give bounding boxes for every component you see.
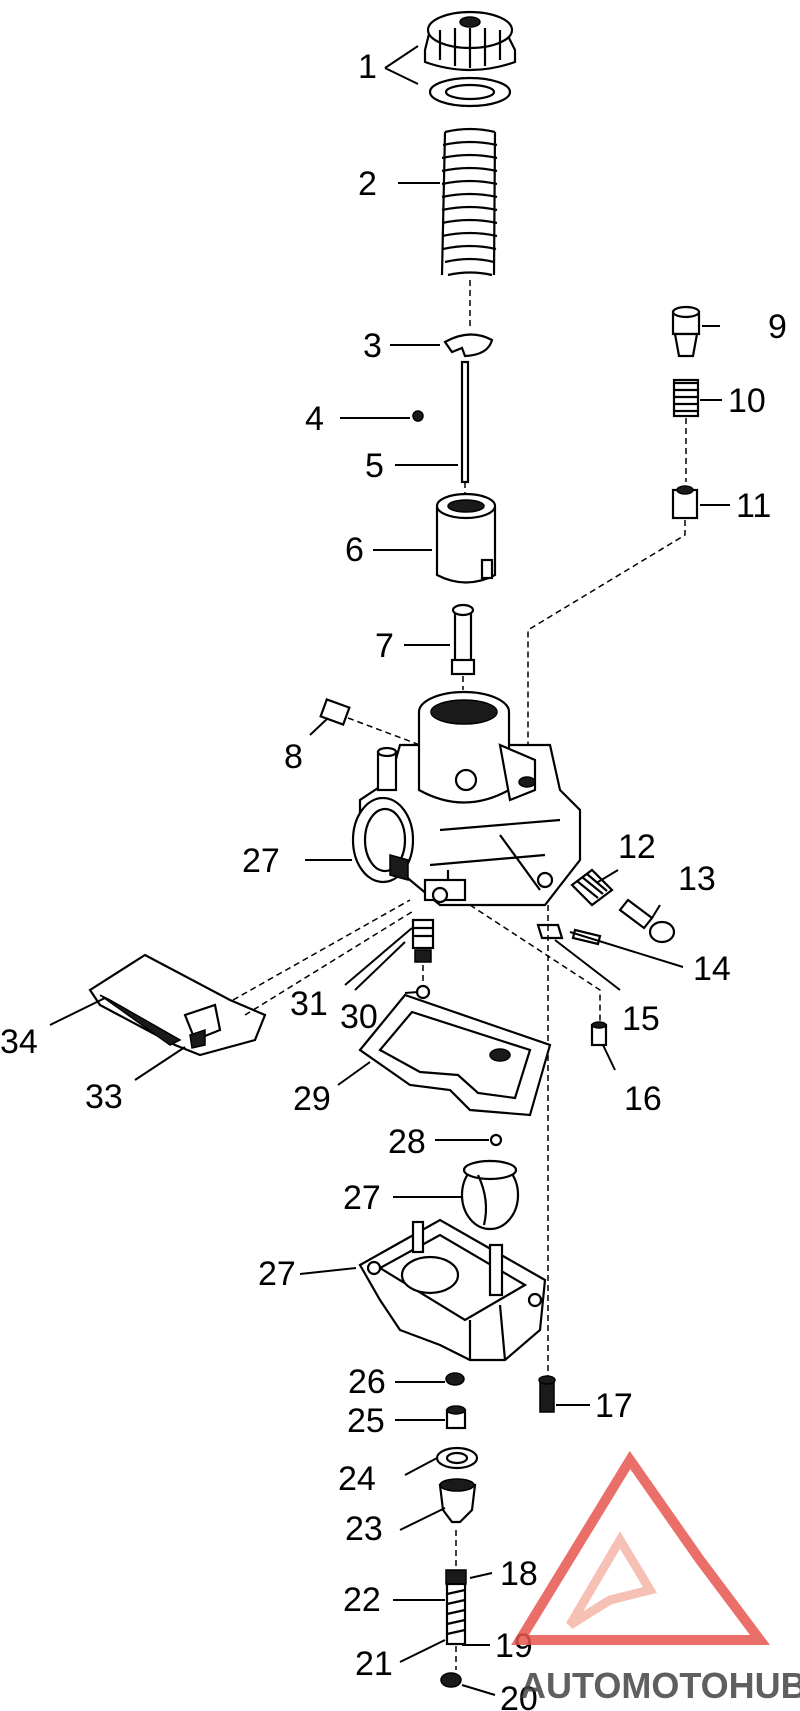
callout-14: 14 [693,950,731,988]
callout-22: 22 [343,1581,381,1619]
part-18-22-jet-stack [440,1530,467,1688]
part-30-gasket [358,993,552,1117]
callout-18: 18 [500,1555,538,1593]
callout-2: 2 [358,165,377,203]
callout-8: 8 [284,738,303,776]
logo-inner-shape [566,1531,657,1629]
callout-labels: 1 2 3 4 5 6 7 8 9 10 11 27 12 13 14 15 1… [0,48,787,1711]
callout-6: 6 [345,531,364,569]
callout-20: 20 [500,1680,538,1711]
callout-11: 11 [736,487,771,525]
callout-7: 7 [375,627,394,665]
part-28-float [460,1159,520,1231]
callout-34: 34 [0,1023,38,1061]
callout-31: 30 [340,998,378,1036]
callout-27-top: 27 [242,842,280,880]
callout-4: 4 [305,400,324,438]
part-29-pin [489,1133,503,1147]
callout-15: 15 [622,1000,660,1038]
callout-16: 16 [624,1080,662,1118]
part-12-13-idle-screw [570,868,676,944]
part-8-plug [319,698,421,746]
carburetor-body [351,690,582,907]
callout-10: 10 [728,382,766,420]
callout-30: 29 [293,1080,331,1118]
part-14-15-pilot-screw [469,904,602,1025]
callout-23: 23 [345,1510,383,1548]
callout-21: 21 [355,1645,393,1683]
part-2-spring [440,127,498,330]
callout-5: 5 [365,447,384,485]
part-1-cap [423,10,517,108]
logo-outer-triangle [511,1450,770,1645]
callout-26: 26 [348,1363,386,1401]
callout-28: 27 [343,1179,381,1217]
part-33-34-bracket [88,899,416,1057]
callout-17: 17 [595,1387,633,1425]
part-31-32-jet [411,918,435,1000]
callout-12: 12 [618,828,656,866]
part-7-jet [450,603,476,690]
callout-1: 1 [358,48,377,86]
callout-27-bottom: 27 [258,1255,296,1293]
part-5-needle [460,360,470,495]
callout-3: 3 [363,327,382,365]
callout-13: 13 [678,860,716,898]
part-23-26-stack [435,1372,479,1524]
part-17-bolt [538,1375,556,1413]
callout-9: 9 [768,308,787,346]
leader-lines [49,45,730,1696]
callout-33: 33 [85,1078,123,1116]
callout-29: 28 [388,1123,426,1161]
part-4-ball [412,410,424,422]
automotohub-logo: AUTOMOTOHUB [511,1450,800,1706]
part-16-screw [590,1021,608,1047]
callout-25: 25 [347,1402,385,1440]
part-9-10-11-screw-set [527,305,701,775]
watermark-text: AUTOMOTOHUB [520,1665,800,1706]
callout-32: 31 [290,985,328,1023]
part-6-slide [435,492,497,584]
part-3-plate [443,333,494,358]
part-27-float-bowl [358,1218,547,1362]
callout-24: 24 [338,1460,376,1498]
